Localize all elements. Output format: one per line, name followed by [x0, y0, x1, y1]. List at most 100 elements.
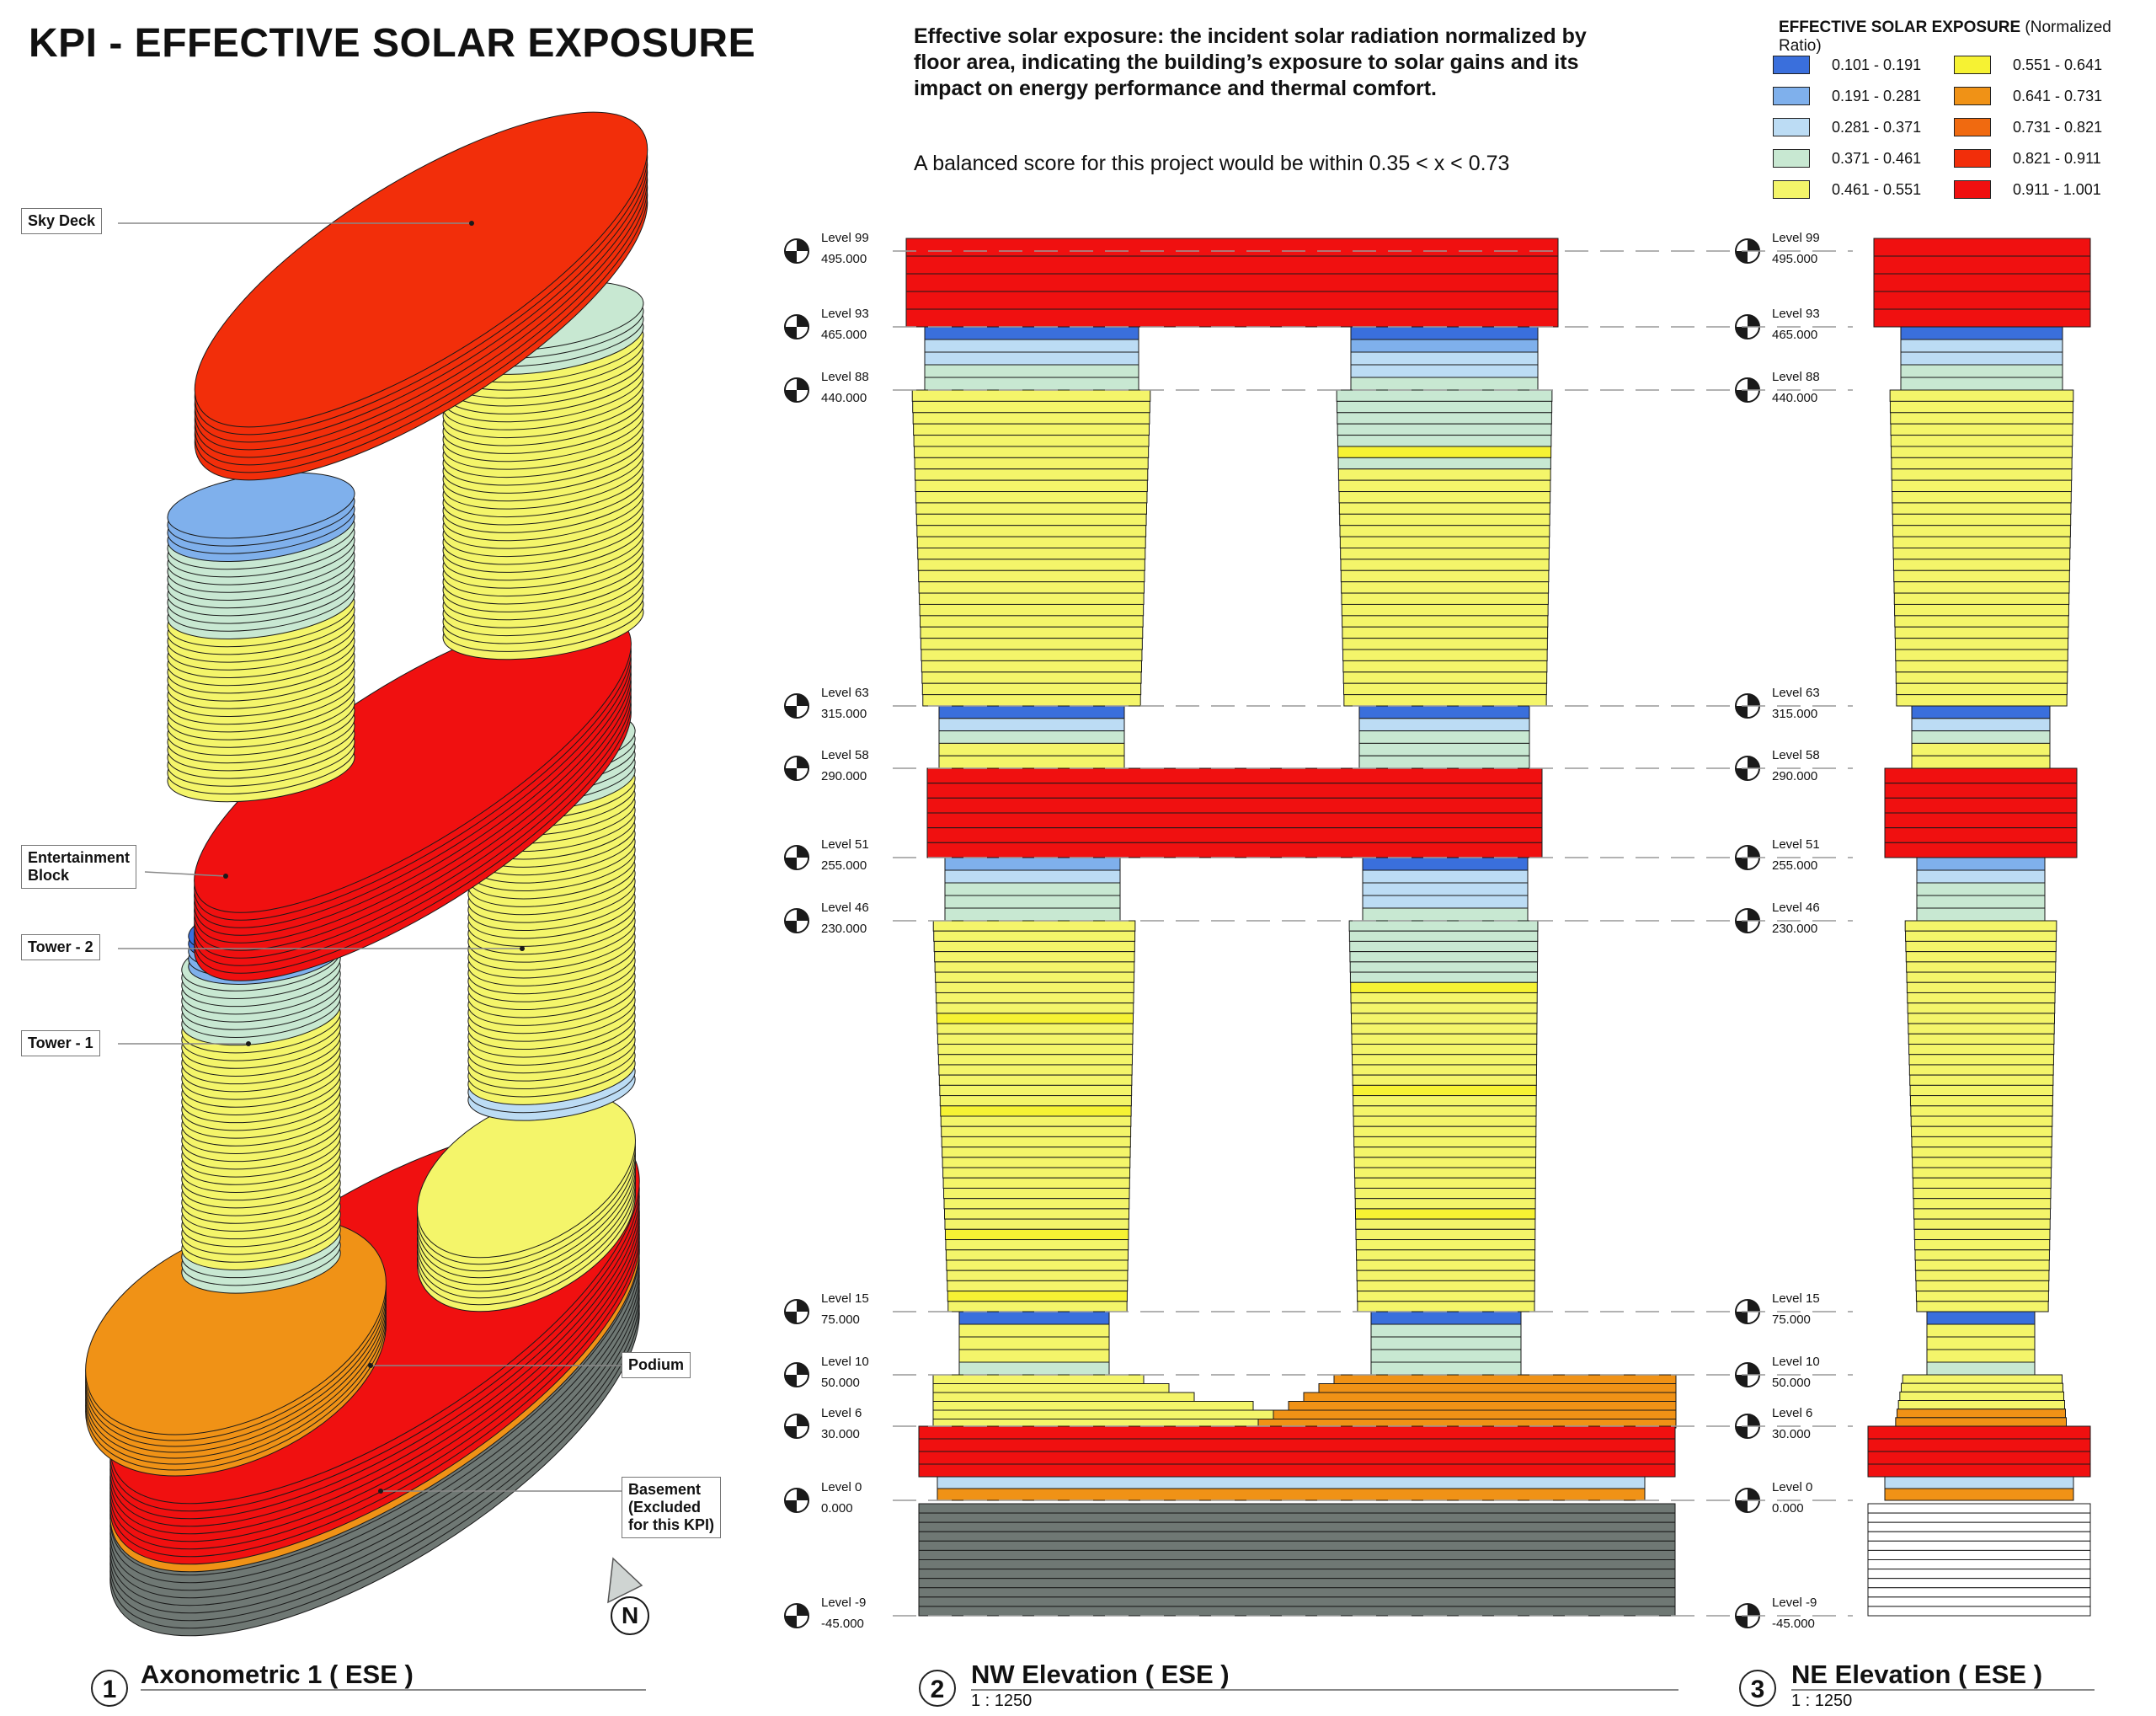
ne-tower-floor: [1908, 1023, 2055, 1034]
nw-tower2-floor: [1343, 694, 1547, 707]
nw-tower2-floor: [1354, 1198, 1536, 1210]
ne-tower-floor: [1895, 660, 2068, 673]
nw-tower2-floor: [1351, 1013, 1538, 1024]
nw-tower1-floor: [936, 992, 1134, 1004]
ne-podium-terrace: [1897, 1400, 2066, 1410]
nw-tower2-floor: [1341, 603, 1549, 617]
ne-tower-floor: [1891, 457, 2073, 470]
level-name: Level 0: [1772, 1480, 1813, 1494]
nw-podium-terrace: [1273, 1409, 1677, 1419]
ne-tower-floor: [1911, 1147, 2052, 1158]
nw-basement-floor: [918, 1587, 1676, 1598]
nw-tower2-floor: [1338, 491, 1551, 504]
nw-tower2-floor: [1358, 718, 1530, 732]
ne-basement-floor: [1867, 1606, 2091, 1617]
datum-symbol: [1736, 1616, 1748, 1628]
datum-symbol: [785, 921, 797, 933]
ne-basement-floor: [1867, 1540, 2091, 1551]
nw-podium-terrace: [1288, 1401, 1677, 1411]
datum-symbol: [1748, 846, 1759, 858]
legend-label: 0.551 - 0.641: [2013, 56, 2103, 73]
ne-tower-floor: [1915, 1291, 2049, 1302]
ne-tower-floor: [1894, 638, 2069, 650]
nw-tower1-floor: [942, 1157, 1131, 1168]
nw-tower1-floor: [946, 1259, 1129, 1271]
ne-tower-floor: [1926, 1323, 2036, 1338]
nw-tower2-floor: [1362, 895, 1529, 909]
nw-tower2-floor: [1339, 536, 1550, 548]
nw-tower2-floor: [1370, 1349, 1522, 1363]
ne-podium-floor: [1867, 1425, 2091, 1440]
nw-tower2-floor: [1352, 1054, 1538, 1066]
legend-swatch: [1773, 56, 1810, 74]
nw-tower1-floor: [915, 502, 1147, 515]
ne-tower-floor: [1926, 1361, 2036, 1376]
legend-label: 0.641 - 0.731: [2013, 88, 2103, 104]
datum-symbol: [785, 1375, 797, 1387]
ne-tower-floor: [1893, 592, 2070, 605]
nw-tower2-floor: [1349, 971, 1538, 983]
nw-tower1-floor: [920, 615, 1144, 628]
nw-tower1-floor: [943, 1187, 1130, 1200]
level-name: Level 58: [821, 748, 869, 762]
ne-podium-terrace: [1899, 1391, 2064, 1402]
ne-tower-floor: [1914, 1239, 2051, 1251]
ne-tower-floor: [1926, 1311, 2036, 1325]
nw-level0-floor: [937, 1476, 1646, 1489]
nw-tower2-floor: [1349, 951, 1539, 963]
nw-tower2-floor: [1350, 1002, 1538, 1014]
ne-tower-floor: [1900, 326, 2063, 340]
nw-podium-terrace: [1333, 1374, 1677, 1384]
nw-tower2-floor: [1350, 364, 1539, 378]
ne-entertainment-floor: [1884, 827, 2078, 843]
nw-podium-terrace: [1303, 1392, 1677, 1402]
datum-symbol: [797, 846, 808, 858]
nw-basement-floor: [918, 1540, 1676, 1551]
nw-tower1-floor: [944, 1218, 1129, 1230]
datum-symbol: [797, 239, 808, 251]
level-name: Level 58: [1772, 748, 1820, 762]
nw-tower1-floor: [938, 705, 1125, 719]
datum-symbol: [797, 1300, 808, 1312]
level-name: Level 88: [821, 370, 869, 384]
datum-symbol: [1748, 1300, 1759, 1312]
nw-tower1-floor: [924, 377, 1139, 391]
nw-tower2-floor: [1351, 1044, 1538, 1056]
nw-tower2-floor: [1342, 649, 1548, 661]
datum-symbol: [1748, 1414, 1759, 1426]
nw-tower1-floor: [921, 682, 1142, 696]
nw-podium-terrace: [932, 1383, 1170, 1393]
datum-symbol: [785, 327, 797, 339]
ne-tower-floor: [1891, 468, 2073, 481]
nw-tower2-floor: [1337, 446, 1552, 458]
view-2-scale: 1 : 1250: [971, 1692, 1033, 1710]
ne-tower-floor: [1915, 1280, 2050, 1292]
datum-symbol: [797, 315, 808, 327]
nw-entertainment-floor: [926, 842, 1543, 858]
ne-tower-floor: [1914, 1259, 2050, 1271]
nw-sky-deck-floor: [905, 308, 1559, 328]
nw-tower1-floor: [947, 1280, 1129, 1292]
ne-tower-floor: [1911, 705, 2051, 719]
datum-symbol: [797, 909, 808, 921]
ne-tower-floor: [1896, 694, 2068, 707]
view-3-scale: 1 : 1250: [1791, 1692, 1853, 1710]
nw-tower2-floor: [1341, 581, 1550, 594]
ne-tower-floor: [1912, 1167, 2052, 1179]
nw-tower2-floor: [1338, 502, 1550, 515]
ne-tower-floor: [1914, 1249, 2050, 1261]
ne-tower-floor: [1900, 377, 2063, 391]
legend-swatch: [1954, 118, 1991, 136]
ne-tower-floor: [1892, 536, 2071, 548]
view-3-title: NE Elevation ( ESE ): [1791, 1660, 2043, 1689]
level-elevation: 75.000: [821, 1312, 860, 1327]
nw-tower2-floor: [1336, 400, 1553, 414]
ne-sky-deck-floor: [1873, 273, 2091, 292]
nw-tower2-floor: [1340, 548, 1550, 560]
nw-tower1-floor: [938, 1064, 1133, 1076]
callout-tower-2: Tower - 2: [21, 934, 100, 960]
nw-tower1-floor: [958, 1349, 1110, 1363]
balanced-score-note: A balanced score for this project would …: [914, 152, 1510, 175]
ne-entertainment-floor: [1884, 783, 2078, 799]
datum-symbol: [797, 1414, 808, 1426]
